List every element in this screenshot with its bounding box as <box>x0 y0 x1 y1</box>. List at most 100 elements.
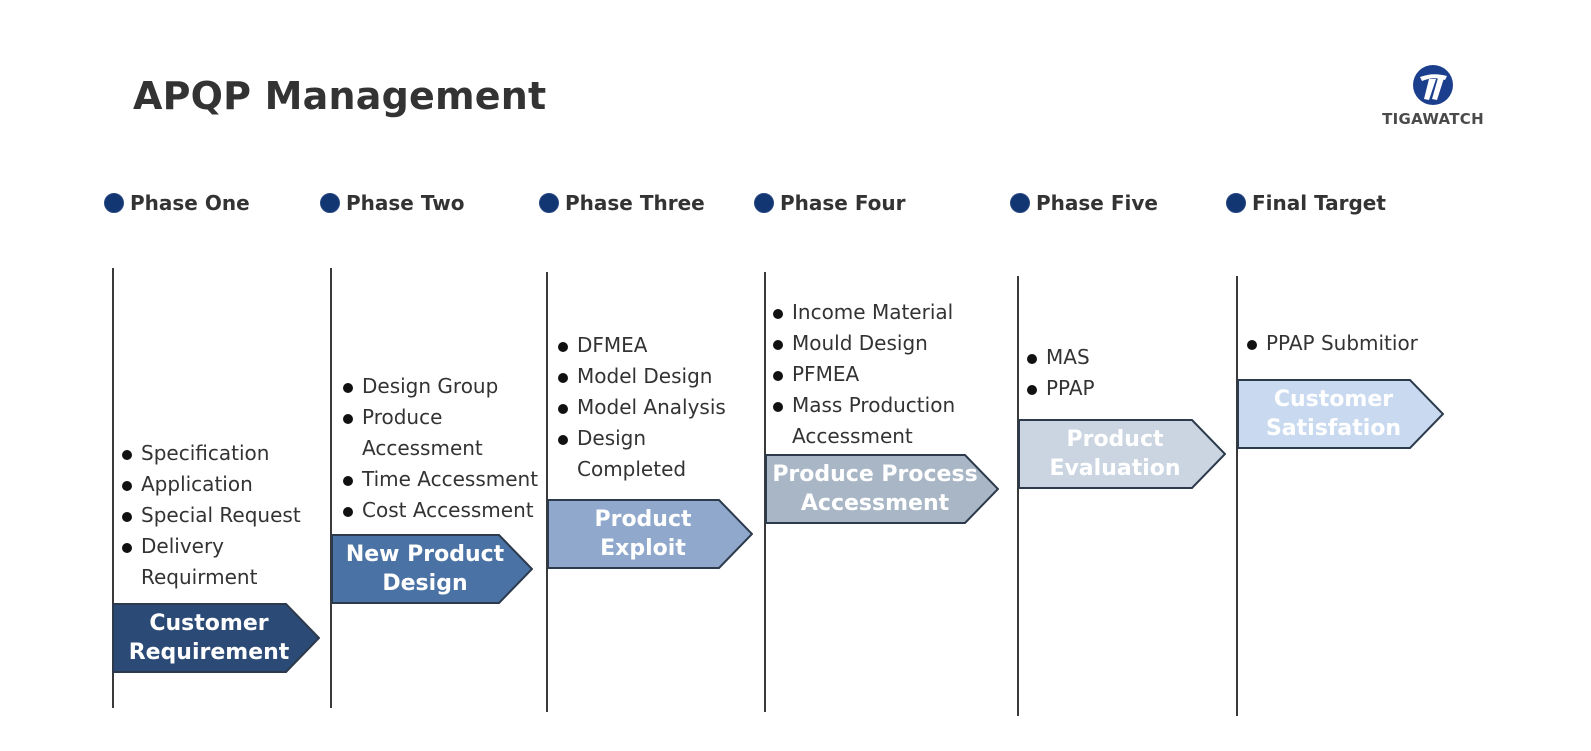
arrow-shape <box>112 603 320 673</box>
list-item-text: Completed <box>577 457 687 481</box>
phase-label: Phase Five <box>1036 191 1158 215</box>
stage-label-line: Evaluation <box>1049 456 1181 481</box>
list-item-text: Requirment <box>141 565 258 589</box>
arrow-shape <box>547 499 753 569</box>
phase-label: Phase Four <box>780 191 906 215</box>
list-item-text: DFMEA <box>577 333 648 357</box>
phase-divider-line <box>330 268 332 708</box>
phase-dot-icon <box>1226 193 1246 213</box>
list-item-text: Accessment <box>362 436 483 460</box>
arrow-body <box>547 499 753 569</box>
phase-header-phase-one: Phase One <box>104 190 250 216</box>
arrow-shape <box>331 534 533 604</box>
stage-label-line: Customer <box>1273 387 1394 412</box>
phase-label: Phase One <box>130 191 250 215</box>
stage-label-line: Satisfation <box>1265 416 1402 441</box>
list-item-text: Mould Design <box>792 331 928 355</box>
list-item: Time Accessment <box>340 464 538 495</box>
phase-header-final-target: Final Target <box>1226 190 1386 216</box>
list-item-text: Design Group <box>362 374 499 398</box>
stage-label-line: Accessment <box>800 491 950 516</box>
list-item: Income Material <box>770 297 955 328</box>
phase-header-phase-three: Phase Three <box>539 190 705 216</box>
phase-dot-icon <box>1010 193 1030 213</box>
phase-header-phase-five: Phase Five <box>1010 190 1158 216</box>
stage-label-line: Exploit <box>600 536 686 561</box>
list-item-text: MAS <box>1046 345 1090 369</box>
list-item: PFMEA <box>770 359 955 390</box>
list-item: Model Design <box>555 361 726 392</box>
globe-logo-icon <box>1413 65 1453 105</box>
phase-label: Phase Two <box>346 191 465 215</box>
list-item: Application <box>119 469 301 500</box>
list-item: MAS <box>1024 342 1095 373</box>
phase-header-phase-four: Phase Four <box>754 190 906 216</box>
list-item-text: Model Design <box>577 364 713 388</box>
list-item-text: Accessment <box>792 424 913 448</box>
phase-dot-icon <box>539 193 559 213</box>
list-item: Mould Design <box>770 328 955 359</box>
arrow-shape <box>1237 379 1444 449</box>
list-item-text: Cost Accessment <box>362 498 534 522</box>
phase-divider-line <box>1017 276 1019 716</box>
list-item-text: Application <box>141 472 253 496</box>
phase-items-final-target: PPAP Submitior <box>1244 328 1418 359</box>
list-item-text: Model Analysis <box>577 395 726 419</box>
list-item: DFMEA <box>555 330 726 361</box>
arrow-body <box>1237 379 1444 449</box>
list-item-text: Special Request <box>141 503 301 527</box>
phase-dot-icon <box>320 193 340 213</box>
tigawatch-logo: TIGAWATCH <box>1370 62 1490 132</box>
list-item-text: Produce <box>362 405 443 429</box>
phase-divider-line <box>546 272 548 712</box>
list-item-text: Delivery <box>141 534 225 558</box>
phase-label: Final Target <box>1252 191 1386 215</box>
phase-items-phase-five: MAS PPAP <box>1024 342 1095 404</box>
list-item-text: Design <box>577 426 647 450</box>
arrow-body <box>1018 419 1226 489</box>
list-item: PPAP Submitior <box>1244 328 1418 359</box>
list-item: Specification <box>119 438 301 469</box>
stage-label-line: Design <box>382 571 468 596</box>
stage-label-line: Requirement <box>128 640 290 665</box>
list-item: Model Analysis <box>555 392 726 423</box>
arrow-shape <box>765 454 999 524</box>
list-item: Design Group <box>340 371 538 402</box>
list-item: Cost Accessment <box>340 495 538 526</box>
arrow-body <box>765 454 999 524</box>
phase-dot-icon <box>104 193 124 213</box>
arrow-body <box>112 603 320 673</box>
list-item-text: Time Accessment <box>362 467 539 491</box>
arrow-shape <box>1018 419 1226 489</box>
list-item-text: PFMEA <box>792 362 860 386</box>
stage-label-line: New Product <box>345 542 505 567</box>
list-item-text: PPAP <box>1046 376 1095 400</box>
stage-label-line: Product <box>594 507 692 532</box>
logo-text: TIGAWATCH <box>1382 110 1484 128</box>
list-item-text: PPAP Submitior <box>1266 331 1418 355</box>
list-item: Special Request <box>119 500 301 531</box>
stage-label-line: Produce Process <box>772 462 978 487</box>
arrow-body <box>331 534 533 604</box>
stage-label-line: Customer <box>149 611 269 636</box>
list-item-text: Mass Production <box>792 393 956 417</box>
phase-header-phase-two: Phase Two <box>320 190 465 216</box>
